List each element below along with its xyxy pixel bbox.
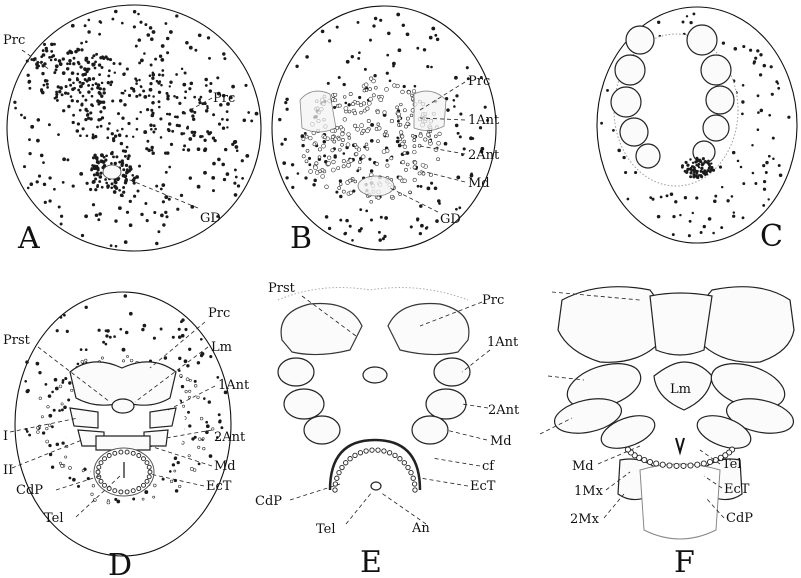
panel-a-label-prc-left: Prc (3, 33, 25, 48)
panel-d-letter: D (108, 548, 132, 578)
panel-b: Prc 1Ant 2Ant Md GD B (272, 6, 500, 256)
panel-e-right-appendages (412, 358, 470, 444)
panel-d-label-prst: Prst (3, 333, 31, 348)
panel-f-left-appendages (551, 355, 659, 454)
panel-f-label-cdp: CdP (726, 511, 753, 526)
panel-b-label-1ant: 1Ant (468, 113, 500, 128)
panel-a-dense-band (70, 64, 233, 155)
panel-a-label-prc-right: Prc (213, 91, 235, 106)
panel-e-label-ect: EcT (470, 479, 496, 494)
panel-e-anus (371, 482, 381, 490)
panel-d-label-i: I (3, 429, 8, 444)
panel-b-label-md: Md (468, 176, 490, 191)
panel-f-head-center (650, 293, 712, 355)
panel-d-antennae-1 (70, 408, 98, 428)
panel-a-cells (13, 10, 258, 248)
panel-e: Prst Prc 1Ant 2Ant Md cf CdP EcT Tel An … (255, 281, 520, 578)
panel-d-label-md: Md (214, 459, 236, 474)
panel-c: C (597, 7, 797, 254)
panel-a-germ-disc (103, 165, 121, 179)
panel-e-procephalic-right (388, 303, 469, 354)
panel-b-label-2ant: 2Ant (468, 148, 500, 163)
panel-d-label-tel: Tel (44, 511, 64, 526)
panel-b-letter: B (290, 221, 312, 256)
panel-e-label-cf: cf (482, 459, 495, 474)
panel-d-label-prc: Prc (208, 306, 230, 321)
panel-b-label-gd: GD (440, 212, 461, 227)
panel-f-letter: F (674, 545, 695, 578)
panel-d-label-1ant: 1Ant (218, 378, 250, 393)
panel-f: Lm Md Tel 1Mx EcT 2Mx CdP F (540, 287, 797, 578)
panel-e-procephalic-left (281, 303, 362, 354)
panel-f-label-ect: EcT (724, 482, 750, 497)
panel-d-antennae-1-right (150, 408, 176, 428)
panel-e-label-1ant: 1Ant (487, 335, 519, 350)
panel-e-left-appendages (278, 358, 340, 444)
panel-d-label-cdp: CdP (16, 483, 43, 498)
panel-e-stomodaeum (363, 367, 387, 383)
panel-b-label-prc: Prc (468, 74, 490, 89)
panel-b-gd-plate (358, 176, 394, 196)
panel-e-label-2ant: 2Ant (488, 403, 520, 418)
panel-e-letter: E (360, 545, 382, 578)
panel-f-right-appendages (693, 355, 797, 454)
panel-e-label-an: An (411, 521, 430, 536)
panel-f-label-lm: Lm (670, 382, 691, 397)
panel-b-procephalic-lobe-left (300, 91, 336, 132)
panel-a: Prc Prc GD A (3, 5, 261, 256)
panel-d-label-lm: Lm (211, 340, 232, 355)
panel-f-tel-marker (676, 438, 684, 452)
panel-d-labrum (112, 399, 134, 413)
panel-e-label-md: Md (490, 434, 512, 449)
panel-a-label-gd: GD (200, 211, 221, 226)
panel-e-head-outline (278, 288, 468, 300)
panel-a-letter: A (17, 221, 40, 256)
panel-e-label-prst: Prst (268, 281, 296, 296)
panel-d-label-ii: II (3, 463, 13, 478)
panel-a-left-cluster (26, 40, 116, 102)
panel-f-procephalic-left (558, 287, 663, 363)
panel-f-label-1mx: 1Mx (574, 484, 604, 499)
panel-f-label-2mx: 2Mx (570, 512, 600, 527)
panel-d-label-2ant: 2Ant (214, 430, 246, 445)
panel-e-label-prc: Prc (482, 293, 504, 308)
panel-e-label-cdp: CdP (255, 494, 282, 509)
panel-e-label-tel: Tel (316, 522, 336, 537)
panel-c-letter: C (760, 219, 783, 254)
panel-f-label-md: Md (572, 459, 594, 474)
panel-d: Prst Prc Lm 1Ant I 2Ant II Md CdP EcT Te… (3, 292, 250, 578)
panel-f-label-tel: Tel (722, 457, 742, 472)
panel-f-abdomen (640, 464, 720, 539)
panel-d-label-ect: EcT (206, 479, 232, 494)
